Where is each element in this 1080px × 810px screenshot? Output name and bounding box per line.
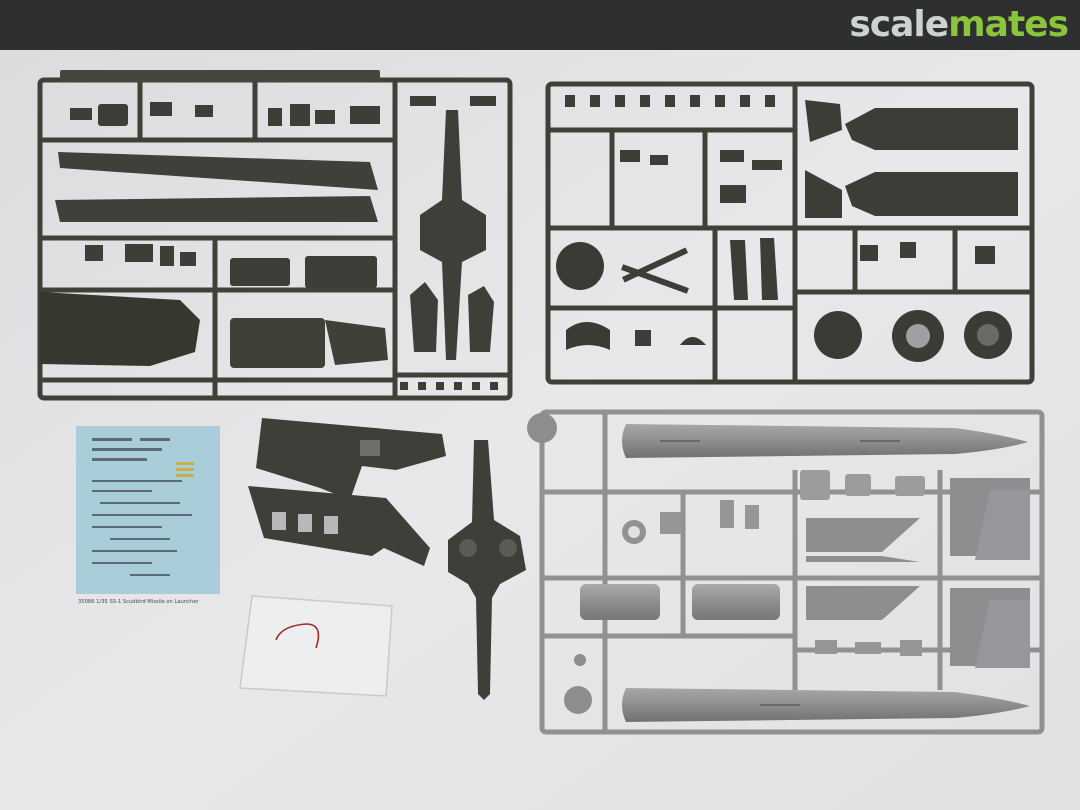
logo-text-mates: mates (948, 4, 1069, 45)
sprue-dark-left (37, 77, 513, 401)
launcher-parts (248, 418, 446, 566)
decal-sheet: 35086 1/35 SS-1 Scudbird Missile on Laun… (76, 426, 220, 605)
sprue-dark-right (545, 81, 1035, 385)
sprue-grey (539, 409, 1045, 735)
logo-text-scale: scale (849, 4, 949, 45)
kit-contents-photo: 35086 1/35 SS-1 Scudbird Missile on Laun… (0, 50, 1080, 810)
site-header-bar: scalemates (0, 0, 1080, 50)
decal-sheet-caption: 35086 1/35 SS-1 Scudbird Missile on Laun… (78, 599, 199, 605)
clear-bag-with-wire (239, 595, 393, 697)
sprue-dark-left-parts (40, 70, 498, 390)
scalemates-logo[interactable]: scalemates (849, 3, 1069, 47)
launcher-cross-part (448, 440, 526, 700)
sprue-dark-right-parts (556, 95, 1018, 362)
sprue-grey-parts (527, 413, 1030, 722)
